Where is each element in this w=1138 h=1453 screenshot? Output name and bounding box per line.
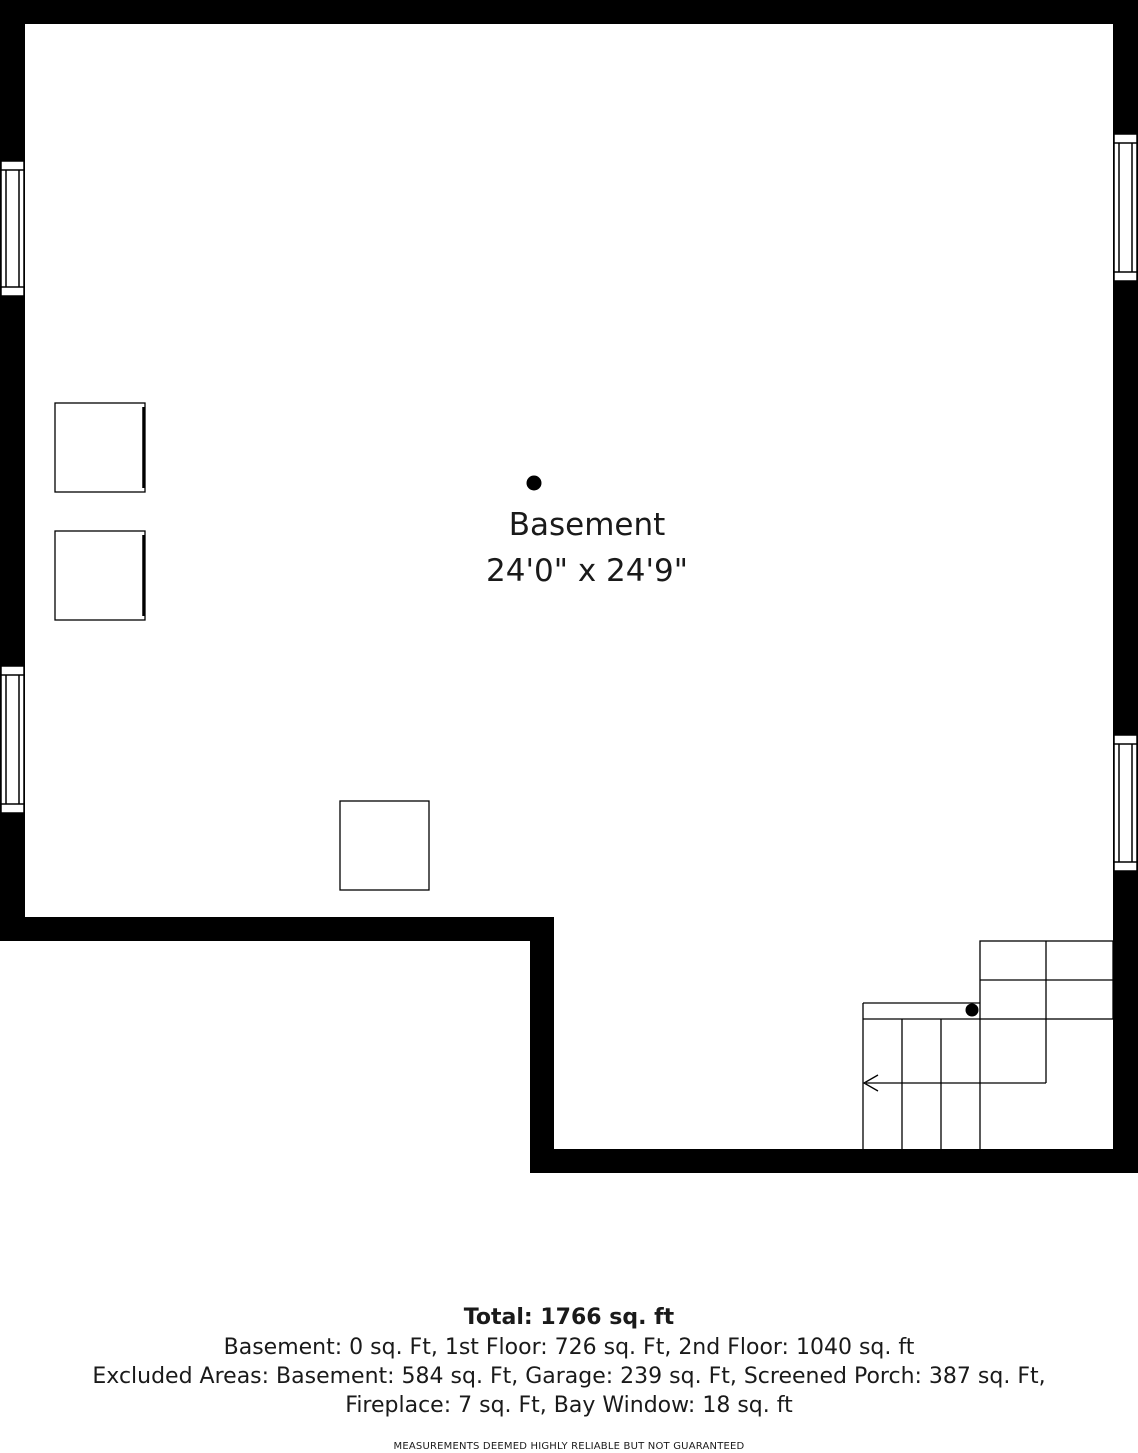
window-right-lower xyxy=(1113,734,1138,872)
excluded-areas-continued: Fireplace: 7 sq. Ft, Bay Window: 18 sq. … xyxy=(345,1393,793,1418)
fixture-box xyxy=(339,800,430,891)
appliance-lower xyxy=(54,530,146,621)
window-left-upper xyxy=(0,160,25,297)
measurement-disclaimer: MEASUREMENTS DEEMED HIGHLY RELIABLE BUT … xyxy=(393,1441,745,1452)
area-summary: Total: 1766 sq. ft Basement: 0 sq. Ft, 1… xyxy=(0,1302,1138,1420)
appliance-upper xyxy=(54,402,146,493)
window-left-lower xyxy=(0,665,25,814)
room-name: Basement xyxy=(509,507,666,543)
excluded-areas: Excluded Areas: Basement: 584 sq. Ft, Ga… xyxy=(92,1364,1046,1389)
window-right-upper xyxy=(1113,133,1138,282)
floor-plan: Basement 24'0" x 24'9" xyxy=(0,0,1138,1173)
total-area: Total: 1766 sq. ft xyxy=(463,1305,675,1330)
stair-start-marker xyxy=(965,1003,979,1017)
staircase xyxy=(862,940,1114,1149)
floor-areas: Basement: 0 sq. Ft, 1st Floor: 726 sq. F… xyxy=(223,1335,915,1360)
room-dimensions: 24'0" x 24'9" xyxy=(486,553,688,589)
light-fixture-icon xyxy=(526,475,542,491)
